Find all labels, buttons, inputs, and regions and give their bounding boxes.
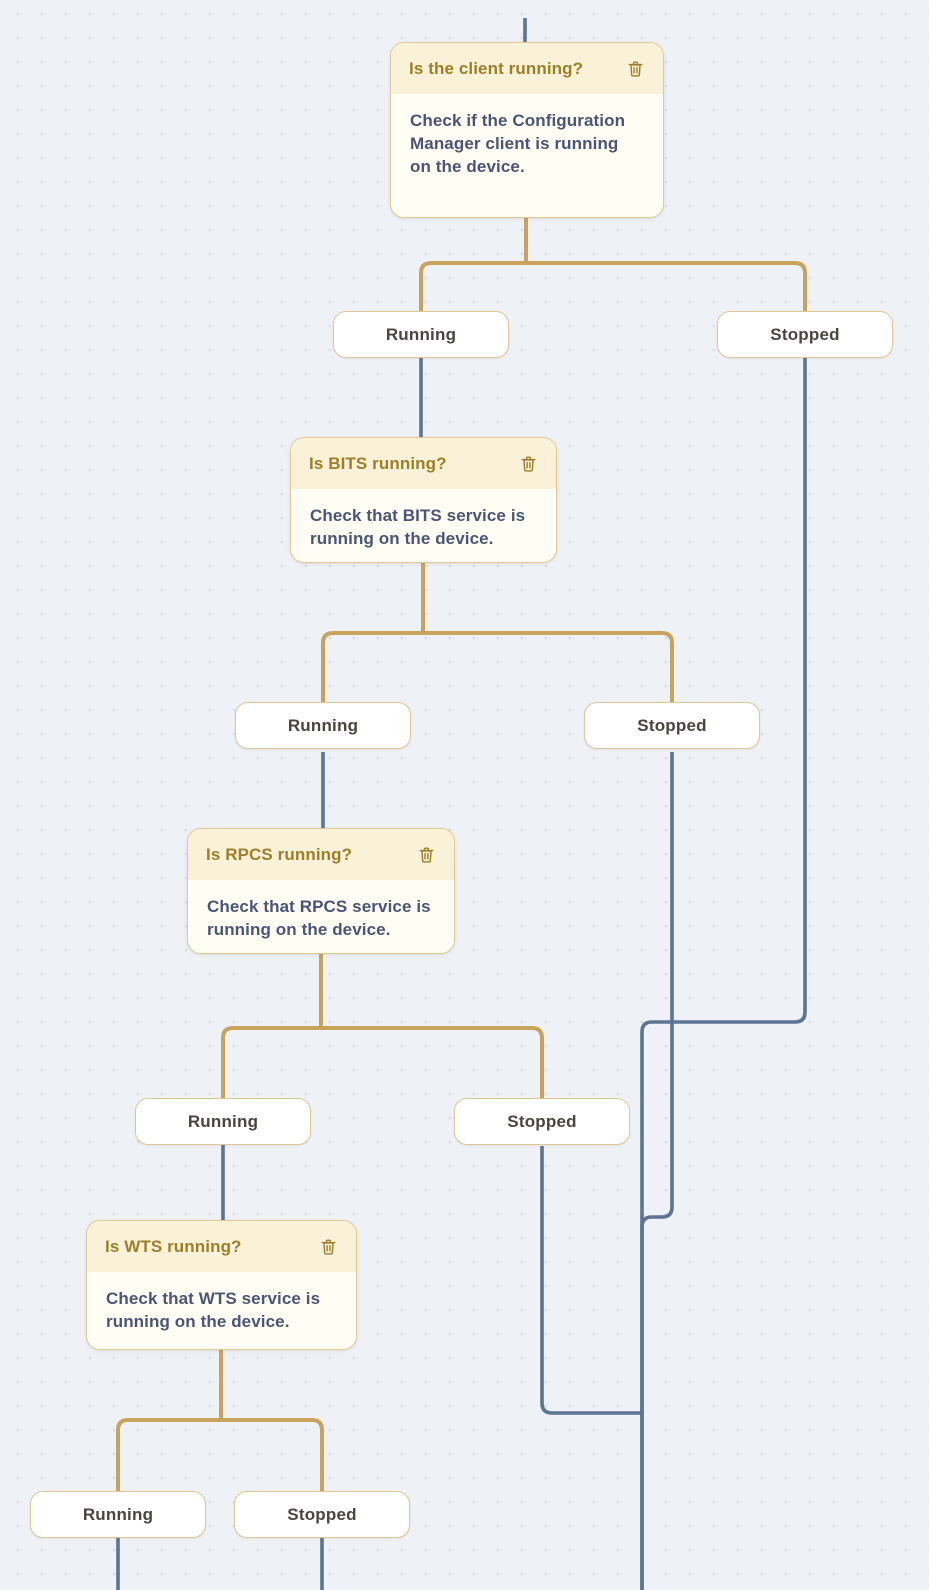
branch-pill-running-2[interactable]: Running [235,702,411,749]
decision-node-rpcs[interactable]: Is RPCS running? Check that RPCS service… [187,828,455,954]
node-description: Check that WTS service is running on the… [106,1289,321,1331]
trash-icon[interactable] [519,454,538,473]
branch-pill-running-1[interactable]: Running [333,311,509,358]
edge-wts-split [116,1418,324,1491]
edge-stopped2-down [640,752,674,1590]
node-description: Check that BITS service is running on th… [310,506,526,548]
edge-rpcs-split [221,1026,544,1098]
node-title: Is WTS running? [105,1236,242,1256]
node-description: Check that RPCS service is running on th… [207,897,431,939]
branch-pill-stopped-1[interactable]: Stopped [717,311,893,358]
edge-client-split [419,261,807,311]
node-description: Check if the Configuration Manager clien… [410,111,626,176]
branch-pill-running-4[interactable]: Running [30,1491,206,1538]
node-header: Is BITS running? [291,438,556,489]
branch-pill-running-3[interactable]: Running [135,1098,311,1145]
branch-pill-stopped-4[interactable]: Stopped [234,1491,410,1538]
edge-stopped3-merge [540,1146,642,1415]
node-title: Is BITS running? [309,453,447,473]
trash-icon[interactable] [626,59,645,78]
edge-bits-split [321,631,674,702]
decision-node-bits[interactable]: Is BITS running? Check that BITS service… [290,437,557,563]
node-header: Is WTS running? [87,1221,356,1272]
node-header: Is RPCS running? [188,829,454,880]
edge-stopped1-down [640,358,807,1590]
node-header: Is the client running? [391,43,663,94]
decision-node-wts[interactable]: Is WTS running? Check that WTS service i… [86,1220,357,1350]
trash-icon[interactable] [417,845,436,864]
branch-pill-stopped-3[interactable]: Stopped [454,1098,630,1145]
trash-icon[interactable] [319,1237,338,1256]
node-title: Is the client running? [409,58,584,78]
branch-pill-stopped-2[interactable]: Stopped [584,702,760,749]
decision-node-client[interactable]: Is the client running? Check if the Conf… [390,42,664,218]
node-title: Is RPCS running? [206,844,353,864]
